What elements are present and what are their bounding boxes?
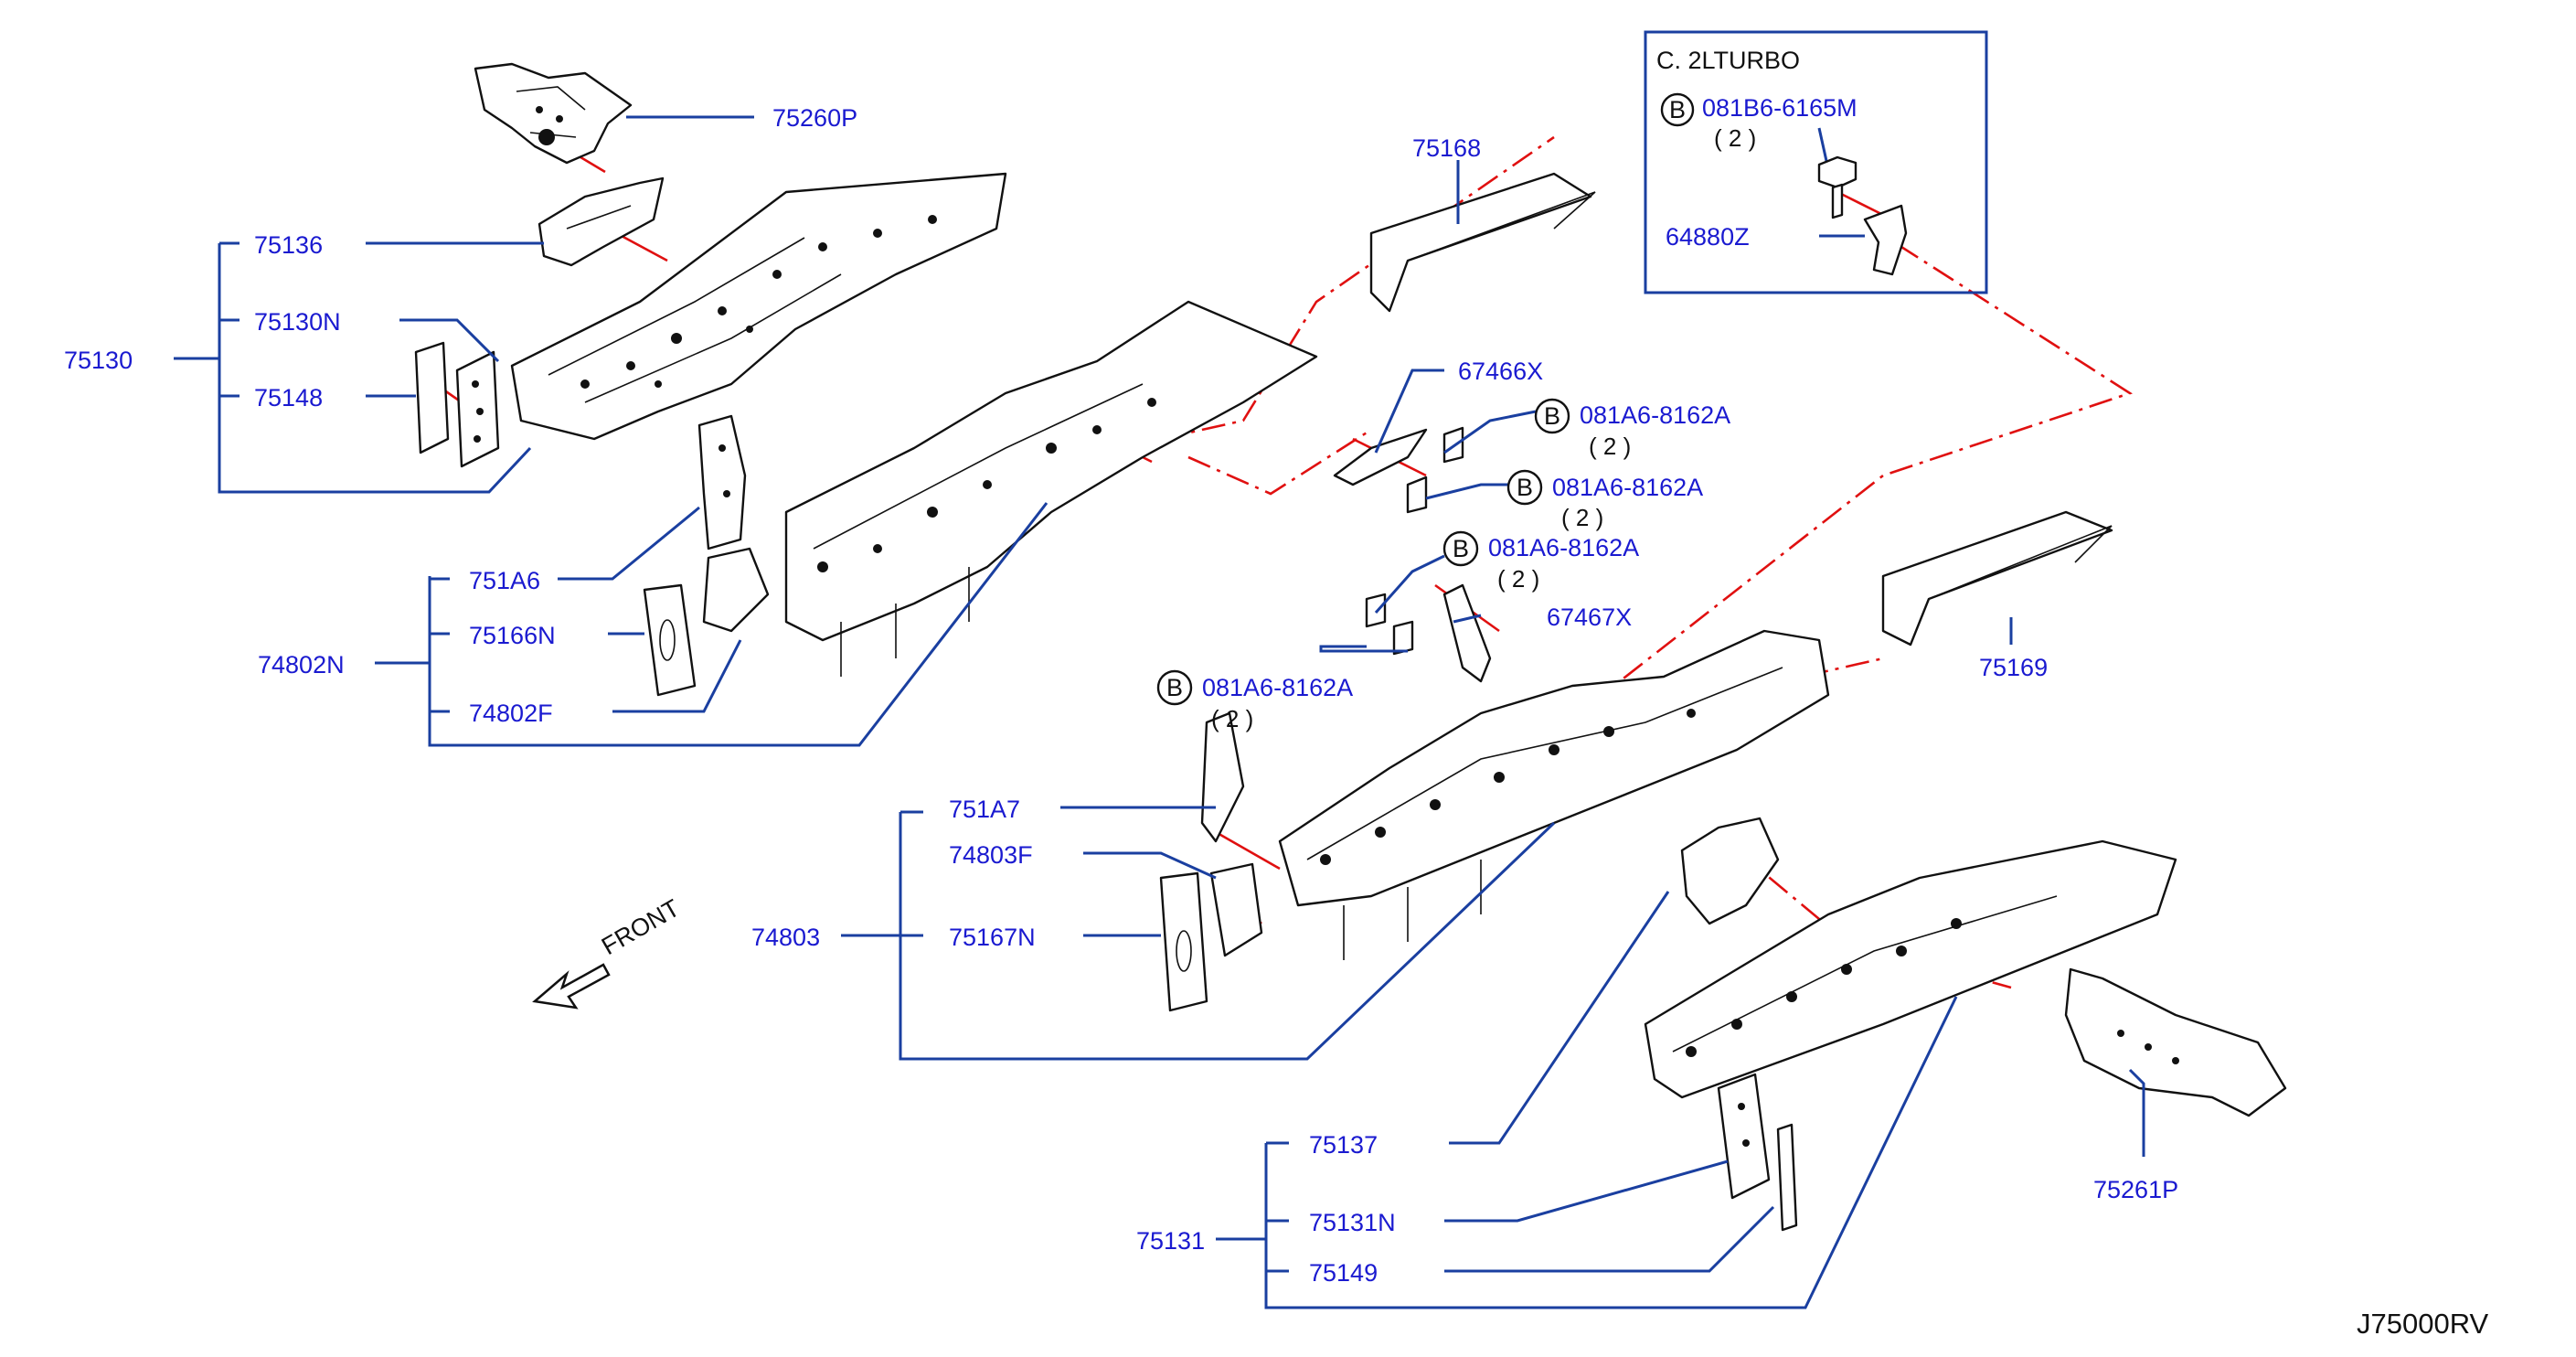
bolt-qty: ( 2 ): [1561, 504, 1603, 531]
upper-left-side-member: [510, 172, 1007, 441]
lower-left-side-member: [784, 300, 1318, 677]
part-75130N-plate: [455, 350, 500, 468]
bolts-group-upper: [1365, 426, 1464, 656]
label-75169[interactable]: 75169: [1979, 654, 2048, 681]
part-75137-bracket: [1680, 817, 1780, 925]
label-75166N[interactable]: 75166N: [469, 622, 556, 649]
bolt-qty: ( 2 ): [1211, 705, 1253, 732]
bolt-code[interactable]: 081A6-8162A: [1202, 674, 1353, 701]
leader-lines: [174, 115, 2145, 1309]
label-67466X[interactable]: 67466X: [1458, 358, 1543, 385]
label-75137[interactable]: 75137: [1309, 1131, 1378, 1159]
label-75261P[interactable]: 75261P: [2093, 1176, 2178, 1203]
bolt-symbol: B: [1517, 474, 1533, 501]
label-75148[interactable]: 75148: [254, 384, 323, 411]
label-751A7[interactable]: 751A7: [949, 796, 1020, 823]
bolt-symbol: B: [1453, 535, 1469, 562]
bolt-symbol: B: [1669, 96, 1686, 123]
part-75261P-bracket: [2064, 967, 2287, 1117]
label-74803F[interactable]: 74803F: [949, 841, 1033, 869]
part-751A7-bracket: [1200, 711, 1245, 843]
part-labels: 75260P 75136 75130N 75130 75148 751A6 75…: [64, 104, 2178, 1287]
bolt-code[interactable]: 081A6-8162A: [1580, 401, 1730, 429]
inset-bolt-qty: ( 2 ): [1714, 124, 1756, 152]
bolt-qty: ( 2 ): [1589, 433, 1631, 460]
lower-right-side-member: [1644, 839, 2177, 1099]
inset-2lturbo: C. 2LTURBO B 081B6-6165M ( 2 ) 64880Z: [1644, 30, 1988, 294]
inset-bolt-code: 081B6-6165M: [1702, 94, 1857, 122]
label-751A6[interactable]: 751A6: [469, 567, 540, 594]
label-74802F[interactable]: 74802F: [469, 700, 553, 727]
part-75149-bracket: [1776, 1123, 1798, 1232]
diagram-code: J75000RV: [2357, 1308, 2489, 1340]
label-75130N[interactable]: 75130N: [254, 308, 341, 336]
bolt-callout-1: B 081A6-8162A ( 2 ): [1534, 398, 1730, 460]
label-75131[interactable]: 75131: [1136, 1227, 1205, 1255]
label-75149[interactable]: 75149: [1309, 1259, 1378, 1287]
label-75130[interactable]: 75130: [64, 347, 133, 374]
label-75131N[interactable]: 75131N: [1309, 1209, 1396, 1236]
front-arrow: FRONT: [532, 894, 685, 1010]
inset-title: C. 2LTURBO: [1656, 47, 1800, 74]
label-75136[interactable]: 75136: [254, 231, 323, 259]
part-75166N-plate: [643, 583, 697, 697]
label-74802N[interactable]: 74802N: [258, 651, 345, 678]
label-75260P[interactable]: 75260P: [772, 104, 857, 132]
part-75260P-bracket: [474, 62, 633, 165]
front-label: FRONT: [597, 894, 685, 960]
inset-part-64880Z: 64880Z: [1666, 223, 1750, 251]
part-74802F-bracket: [702, 547, 770, 633]
bolt-symbol: B: [1544, 402, 1560, 430]
label-75168[interactable]: 75168: [1412, 134, 1481, 162]
label-67467X[interactable]: 67467X: [1547, 604, 1632, 631]
part-751A6-bracket: [697, 414, 747, 550]
part-74803F-bracket: [1209, 862, 1263, 957]
label-75167N[interactable]: 75167N: [949, 924, 1036, 951]
part-75169-rail: [1881, 510, 2113, 646]
part-75167N-plate: [1159, 871, 1208, 1012]
bolt-symbol: B: [1166, 674, 1183, 701]
middle-right-side-member: [1278, 629, 1830, 960]
part-75148-bracket: [414, 341, 450, 454]
part-75168-rail: [1369, 172, 1596, 313]
bolt-code[interactable]: 081A6-8162A: [1552, 474, 1703, 501]
part-75131N-plate: [1717, 1073, 1771, 1200]
part-75136-bracket: [538, 176, 665, 267]
bolt-callout-3: B 081A6-8162A ( 2 ): [1442, 530, 1639, 593]
part-67467X-bracket: [1442, 583, 1492, 683]
bolt-qty: ( 2 ): [1497, 565, 1539, 593]
bolt-callout-4: B 081A6-8162A ( 2 ): [1156, 669, 1353, 732]
bolt-callout-2: B 081A6-8162A ( 2 ): [1506, 469, 1703, 531]
label-74803[interactable]: 74803: [751, 924, 820, 951]
part-67466X-bracket: [1333, 428, 1428, 486]
bolt-code[interactable]: 081A6-8162A: [1488, 534, 1639, 561]
